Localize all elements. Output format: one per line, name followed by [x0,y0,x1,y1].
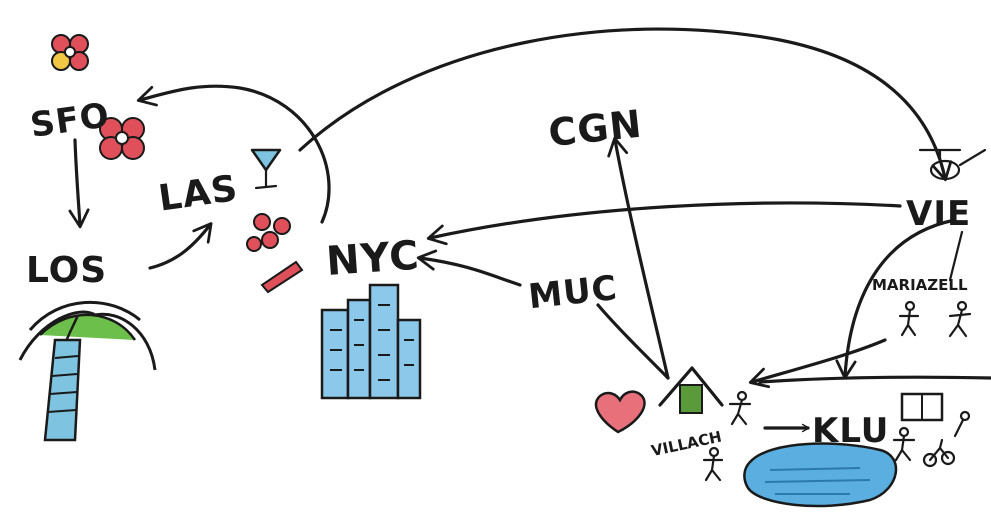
route-vie-nyc [426,201,902,246]
route-sfo-los [68,138,90,229]
city-klu: KLU [812,411,889,451]
city-sfo: SFO [28,95,112,146]
casino-chips-icon [246,213,304,294]
palm-tree-icon [18,300,157,442]
hiker-icon [728,390,752,426]
hiker-icon [702,446,724,482]
route-villach-cgn [607,136,670,380]
city-nyc: NYC [325,233,421,285]
city-vie: VIE [906,194,971,234]
route-los-las [148,222,213,270]
lake-icon [743,442,898,508]
route-las-sfo [136,84,331,224]
cocktail-icon [250,148,282,190]
hiker-icon [948,300,972,338]
route-las-vie [298,27,953,182]
heart-icon [594,390,646,434]
aircraft-icon [918,148,987,181]
city-las: LAS [156,168,241,220]
sign-icon [900,392,944,422]
route-vie-mariazell [948,230,964,282]
bicycle-icon [922,410,971,468]
city-los: LOS [26,250,107,291]
skyscraper-icon [320,283,422,400]
route-vie-klu [835,218,957,380]
city-mariazell: MARIAZELL [872,276,968,294]
hiker-icon [892,426,916,462]
route-muc-nyc [416,249,522,287]
route-villach-muc [596,303,670,380]
flower-icon [51,34,89,71]
hiker-icon [898,300,920,337]
routes [68,27,991,433]
route-mariazell-villach [748,338,887,389]
route-east-villach [758,375,991,384]
city-muc: MUC [526,268,619,317]
house-icon [658,366,724,414]
flower-icon [99,117,145,160]
city-cgn: CGN [546,102,644,156]
